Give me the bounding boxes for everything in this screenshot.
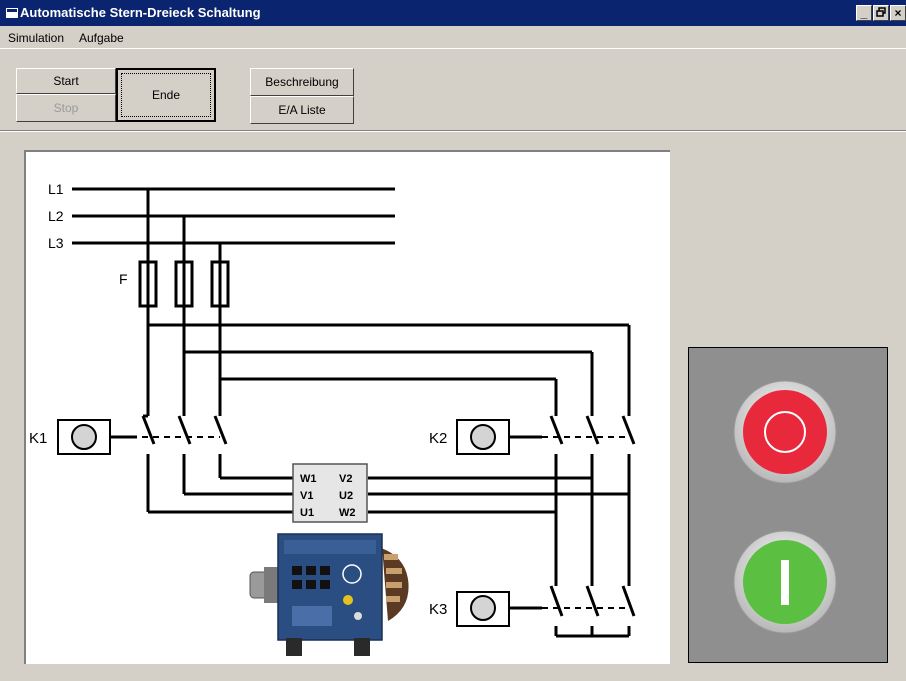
control-buttons <box>733 380 837 634</box>
label-k1: K1 <box>29 430 47 447</box>
minimize-button[interactable]: _ <box>856 5 872 21</box>
title-bar: Automatische Stern-Dreieck Schaltung _ × <box>0 0 906 26</box>
start-button[interactable] <box>733 530 837 634</box>
close-button[interactable]: × <box>890 5 906 21</box>
window-title: Automatische Stern-Dreieck Schaltung <box>20 5 261 20</box>
start-sim-button[interactable]: Start <box>16 68 116 94</box>
circuit-diagram: L1 L2 L3 F K1 K2 K3 W1 V1 U1 <box>29 181 636 656</box>
label-l3: L3 <box>48 235 64 251</box>
ende-button[interactable]: Ende <box>116 68 216 122</box>
start-bar-icon <box>781 560 789 605</box>
coil-k2[interactable] <box>456 419 510 455</box>
label-fuse: F <box>119 271 128 287</box>
label-l1: L1 <box>48 181 64 197</box>
menu-bar: Simulation Aufgabe <box>0 26 906 48</box>
terminal-v2: V2 <box>339 473 352 485</box>
app-icon <box>6 8 18 18</box>
stop-button[interactable] <box>733 380 837 484</box>
terminal-v1: V1 <box>300 490 313 502</box>
label-k2: K2 <box>429 430 447 447</box>
toolbar-separator <box>0 48 906 49</box>
motor-icon <box>249 533 409 656</box>
stop-sim-button[interactable]: Stop <box>16 94 116 122</box>
menu-simulation[interactable]: Simulation <box>8 31 65 45</box>
restore-button[interactable] <box>873 5 889 21</box>
coil-k3[interactable] <box>456 591 510 627</box>
circuit-canvas: L1 L2 L3 F K1 K2 K3 W1 V1 U1 <box>24 150 670 664</box>
toolbar-divider <box>0 130 906 132</box>
ea-liste-button[interactable]: E/A Liste <box>250 96 354 124</box>
stop-circle-icon <box>764 411 806 453</box>
label-l2: L2 <box>48 208 64 224</box>
terminal-box: W1 V1 U1 V2 U2 W2 <box>292 463 368 523</box>
beschreibung-button[interactable]: Beschreibung <box>250 68 354 96</box>
control-panel <box>688 347 888 663</box>
ende-button-label: Ende <box>121 73 211 117</box>
coil-k1[interactable] <box>57 419 111 455</box>
terminal-w1: W1 <box>300 473 317 485</box>
menu-aufgabe[interactable]: Aufgabe <box>79 31 124 45</box>
label-k3: K3 <box>429 601 447 618</box>
restore-icon <box>876 7 886 17</box>
terminal-u2: U2 <box>339 490 353 502</box>
terminal-u1: U1 <box>300 507 314 519</box>
terminal-w2: W2 <box>339 507 356 519</box>
